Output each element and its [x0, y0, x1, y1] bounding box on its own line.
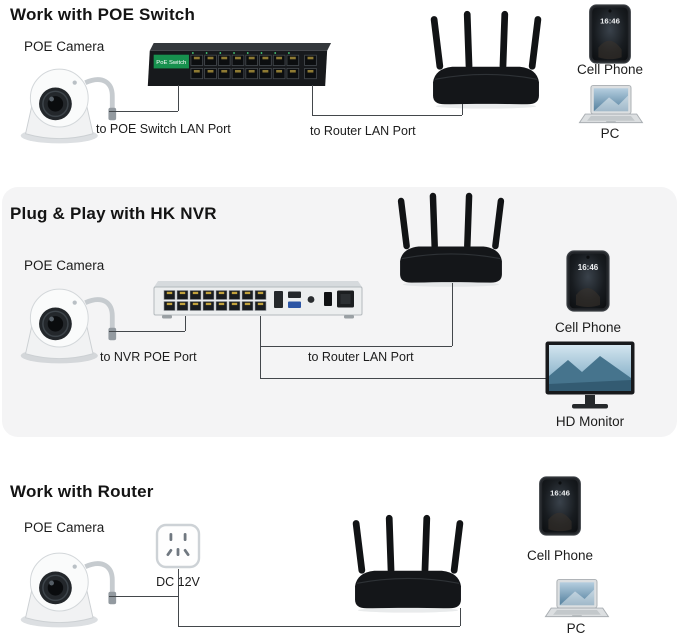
connection-line [109, 111, 178, 112]
to-router-label: to Router LAN Port [310, 124, 416, 138]
connection-line [260, 378, 549, 379]
camera-label: POE Camera [24, 520, 105, 535]
connection-line [312, 85, 313, 115]
switch-label: PoE Switch [156, 60, 186, 66]
to-poe-switch-label: to POE Switch LAN Port [96, 122, 231, 136]
camera-label: POE Camera [24, 258, 105, 273]
pc-image [578, 84, 644, 124]
power-outlet-icon [155, 523, 201, 569]
phone-label: Cell Phone [526, 548, 594, 563]
connection-line [109, 331, 185, 332]
connection-line [460, 608, 461, 626]
connection-line [185, 316, 186, 331]
connection-line [452, 283, 453, 346]
connection-line [178, 626, 460, 627]
monitor-label: HD Monitor [555, 414, 625, 429]
to-nvr-label: to NVR POE Port [100, 350, 197, 364]
connection-line [109, 596, 178, 597]
camera-label: POE Camera [24, 39, 105, 54]
section-title: Plug & Play with HK NVR [10, 204, 217, 223]
nvr-image [153, 281, 363, 319]
phone-clock: 16:46 [550, 488, 570, 497]
phone-clock: 16:46 [600, 16, 620, 25]
connection-line [260, 346, 452, 347]
connection-line [462, 104, 463, 115]
connection-line [178, 569, 179, 626]
connection-line [260, 316, 261, 378]
to-router-label: to Router LAN Port [308, 350, 414, 364]
poe-switch-image: PoE Switch [147, 42, 332, 87]
poe-camera-image [20, 288, 117, 364]
poe-camera-image [20, 68, 117, 144]
pc-image [544, 578, 610, 618]
hd-monitor-image [545, 341, 635, 409]
cell-phone-image: 16:46 [589, 4, 631, 64]
phone-label: Cell Phone [576, 62, 644, 77]
section-title: Work with POE Switch [10, 5, 196, 24]
router-image [397, 192, 505, 287]
pc-label: PC [566, 621, 586, 636]
cell-phone-image: 16:46 [539, 476, 581, 536]
connection-line [312, 115, 462, 116]
phone-label: Cell Phone [554, 320, 622, 335]
section-title: Work with Router [10, 482, 154, 501]
pc-label: PC [600, 126, 620, 141]
connection-line [178, 85, 179, 111]
cell-phone-image: 16:46 [566, 250, 610, 312]
router-image [430, 10, 542, 109]
phone-clock: 16:46 [578, 263, 599, 272]
poe-camera-image [20, 552, 117, 628]
router-image [352, 514, 464, 613]
